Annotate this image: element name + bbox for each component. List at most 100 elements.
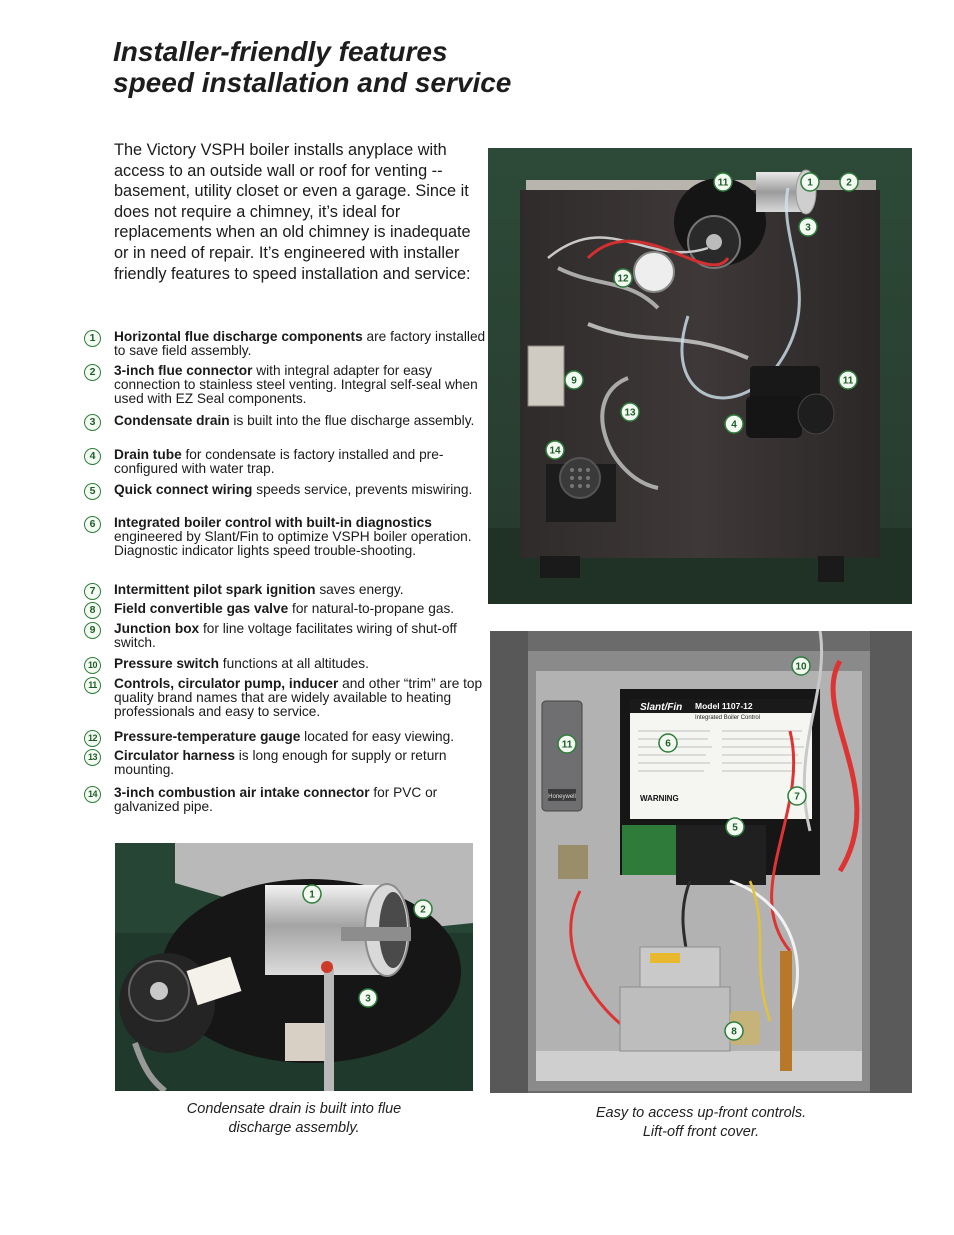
feature-number: 13: [84, 749, 101, 766]
feature-item: 8 Field convertible gas valve for natura…: [84, 601, 455, 619]
flue-caption: Condensate drain is built into flue disc…: [115, 1100, 473, 1137]
feature-text: for condensate is factory installed and …: [114, 447, 444, 477]
boiler-illustration: 11 1 2 3 12 9 11 13 4 14: [488, 148, 912, 604]
callout-number: 3: [805, 223, 811, 234]
feature-number: 4: [84, 448, 101, 465]
feature-text: for natural-to-propane gas.: [288, 601, 455, 616]
callout-number: 11: [562, 740, 573, 751]
feature-number: 9: [84, 622, 101, 639]
flue-caption-line-2: discharge assembly.: [228, 1119, 360, 1136]
feature-title: Pressure-temperature gauge: [114, 729, 301, 744]
callout-number: 12: [617, 274, 629, 285]
feature-number: 3: [84, 414, 101, 431]
feature-number: 1: [84, 330, 101, 347]
feature-title: 3-inch flue connector: [114, 363, 253, 378]
title-line-2: speed installation and service: [113, 67, 512, 98]
callout-number: 3: [365, 994, 371, 1005]
feature-title: Intermittent pilot spark ignition: [114, 582, 316, 597]
feature-text: located for easy viewing.: [300, 729, 455, 744]
title-line-1: Installer-friendly features: [113, 36, 448, 67]
flue-caption-line-1: Condensate drain is built into flue: [186, 1101, 402, 1117]
feature-text: for PVC or galvanized pipe.: [114, 785, 438, 815]
feature-title: Condensate drain: [114, 413, 230, 428]
callout-number: 13: [624, 408, 636, 419]
feature-title: Drain tube: [114, 447, 182, 462]
callout-badge: 10: [791, 656, 811, 676]
feature-item: 9 Junction box for line voltage facilita…: [84, 621, 489, 651]
boiler-photo: 11 1 2 3 12 9 11 13 4 14: [488, 148, 912, 604]
feature-item: 3 Condensate drain is built into the flu…: [84, 413, 475, 431]
feature-text: functions at all altitudes.: [219, 656, 369, 671]
feature-number: 2: [84, 364, 101, 381]
feature-number: 12: [84, 730, 101, 747]
intro-paragraph: The Victory VSPH boiler installs anyplac…: [114, 141, 471, 283]
flue-photo: 1 2 3: [115, 843, 473, 1091]
callout-badge: 1: [800, 172, 820, 192]
feature-text: for line voltage facilitates wiring of s…: [114, 621, 457, 651]
feature-item: 5 Quick connect wiring speeds service, p…: [84, 482, 472, 500]
callout-number: 11: [718, 178, 729, 189]
callout-badge: 13: [620, 402, 640, 422]
feature-title: Integrated boiler control with built-in …: [114, 515, 432, 530]
callout-number: 2: [846, 178, 852, 189]
callout-number: 1: [807, 178, 813, 189]
callout-badge: 11: [838, 370, 858, 390]
feature-item: 4 Drain tube for condensate is factory i…: [84, 447, 489, 477]
callout-badge: 9: [564, 370, 584, 390]
feature-text: engineered by Slant/Fin to optimize VSPH…: [114, 529, 472, 559]
callout-badge: 12: [613, 268, 633, 288]
feature-title: Pressure switch: [114, 656, 219, 671]
callout-number: 11: [843, 376, 854, 387]
callout-number: 1: [309, 890, 315, 901]
callout-number: 5: [732, 823, 738, 834]
controls-caption: Easy to access up-front controls. Lift-o…: [490, 1104, 912, 1141]
feature-item: 13 Circulator harness is long enough for…: [84, 748, 489, 778]
feature-text: is built into the flue discharge assembl…: [229, 413, 475, 428]
feature-title: 3-inch combustion air intake connector: [114, 785, 370, 800]
callout-badge: 11: [557, 734, 577, 754]
feature-text: saves energy.: [315, 582, 404, 597]
callout-badge: 14: [545, 440, 565, 460]
feature-text: with integral adapter for easy connectio…: [114, 363, 478, 407]
feature-item: 6 Integrated boiler control with built-i…: [84, 515, 489, 559]
feature-title: Controls, circulator pump, inducer: [114, 676, 339, 691]
feature-title: Horizontal flue discharge components: [114, 329, 363, 344]
feature-number: 14: [84, 786, 101, 803]
callout-number: 8: [731, 1027, 737, 1038]
control-subtitle: Integrated Boiler Control: [695, 715, 760, 721]
callout-number: 2: [420, 905, 426, 916]
feature-number: 5: [84, 483, 101, 500]
feature-number: 11: [84, 677, 101, 694]
controls-illustration: Honeywell Slant/Fin Model 1107-12 Integr…: [490, 631, 912, 1093]
controls-caption-line-1: Easy to access up-front controls.: [595, 1105, 807, 1121]
feature-item: 11 Controls, circulator pump, inducer an…: [84, 676, 489, 720]
feature-item: 14 3-inch combustion air intake connecto…: [84, 785, 489, 815]
feature-item: 1 Horizontal flue discharge components a…: [84, 329, 489, 358]
flue-illustration: 1 2 3: [115, 843, 473, 1091]
callout-number: 9: [571, 376, 577, 387]
callout-number: 4: [731, 420, 737, 431]
feature-text: is long enough for supply or return moun…: [114, 748, 447, 778]
main-photo-callouts: 11 1 2 3 12 9 11 13 4 14: [545, 172, 859, 460]
feature-item: 7 Intermittent pilot spark ignition save…: [84, 582, 404, 600]
feature-number: 7: [84, 583, 101, 600]
controls-caption-line-2: Lift-off front cover.: [642, 1123, 760, 1140]
callout-number: 7: [794, 792, 800, 803]
feature-item: 2 3-inch flue connector with integral ad…: [84, 363, 489, 407]
honeywell-label: Honeywell: [548, 794, 576, 800]
callout-number: 10: [795, 662, 807, 673]
feature-title: Circulator harness: [114, 748, 235, 763]
callout-number: 6: [665, 739, 671, 750]
callout-badge: 6: [658, 733, 678, 753]
callout-number: 14: [549, 446, 561, 457]
callout-badge: 4: [724, 414, 744, 434]
callout-badge: 7: [787, 786, 807, 806]
feature-number: 8: [84, 602, 101, 619]
controls-photo-callouts: 10 11 6 7 5 8: [557, 656, 811, 1041]
feature-number: 6: [84, 516, 101, 533]
callout-badge: 8: [724, 1021, 744, 1041]
callout-badge: 1: [302, 884, 322, 904]
flue-photo-callouts: 1 2 3: [302, 884, 433, 1008]
callout-badge: 11: [713, 172, 733, 192]
controls-photo: Honeywell Slant/Fin Model 1107-12 Integr…: [490, 631, 912, 1093]
